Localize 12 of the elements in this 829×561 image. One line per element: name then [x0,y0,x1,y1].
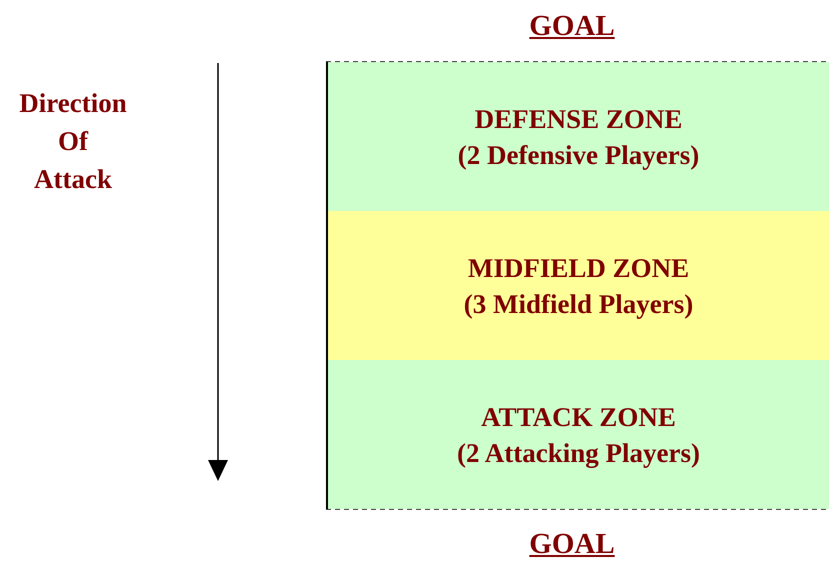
direction-label: Direction Of Attack [18,87,128,196]
zone-heading: MIDFIELD ZONE [468,252,690,284]
goal-label: GOAL [528,10,616,43]
field-zone [326,62,829,211]
goal-label: GOAL [528,528,616,561]
zone-player-count: (2 Attacking Players) [457,436,700,470]
zone-heading: ATTACK ZONE [481,400,676,434]
zone-heading: DEFENSE ZONE [474,102,682,136]
zone-player-count: (3 Midfield Players) [464,288,694,321]
zone-player-count: (2 Defensive Players) [458,138,700,172]
field-zone [326,211,829,360]
field-zone [326,360,829,509]
